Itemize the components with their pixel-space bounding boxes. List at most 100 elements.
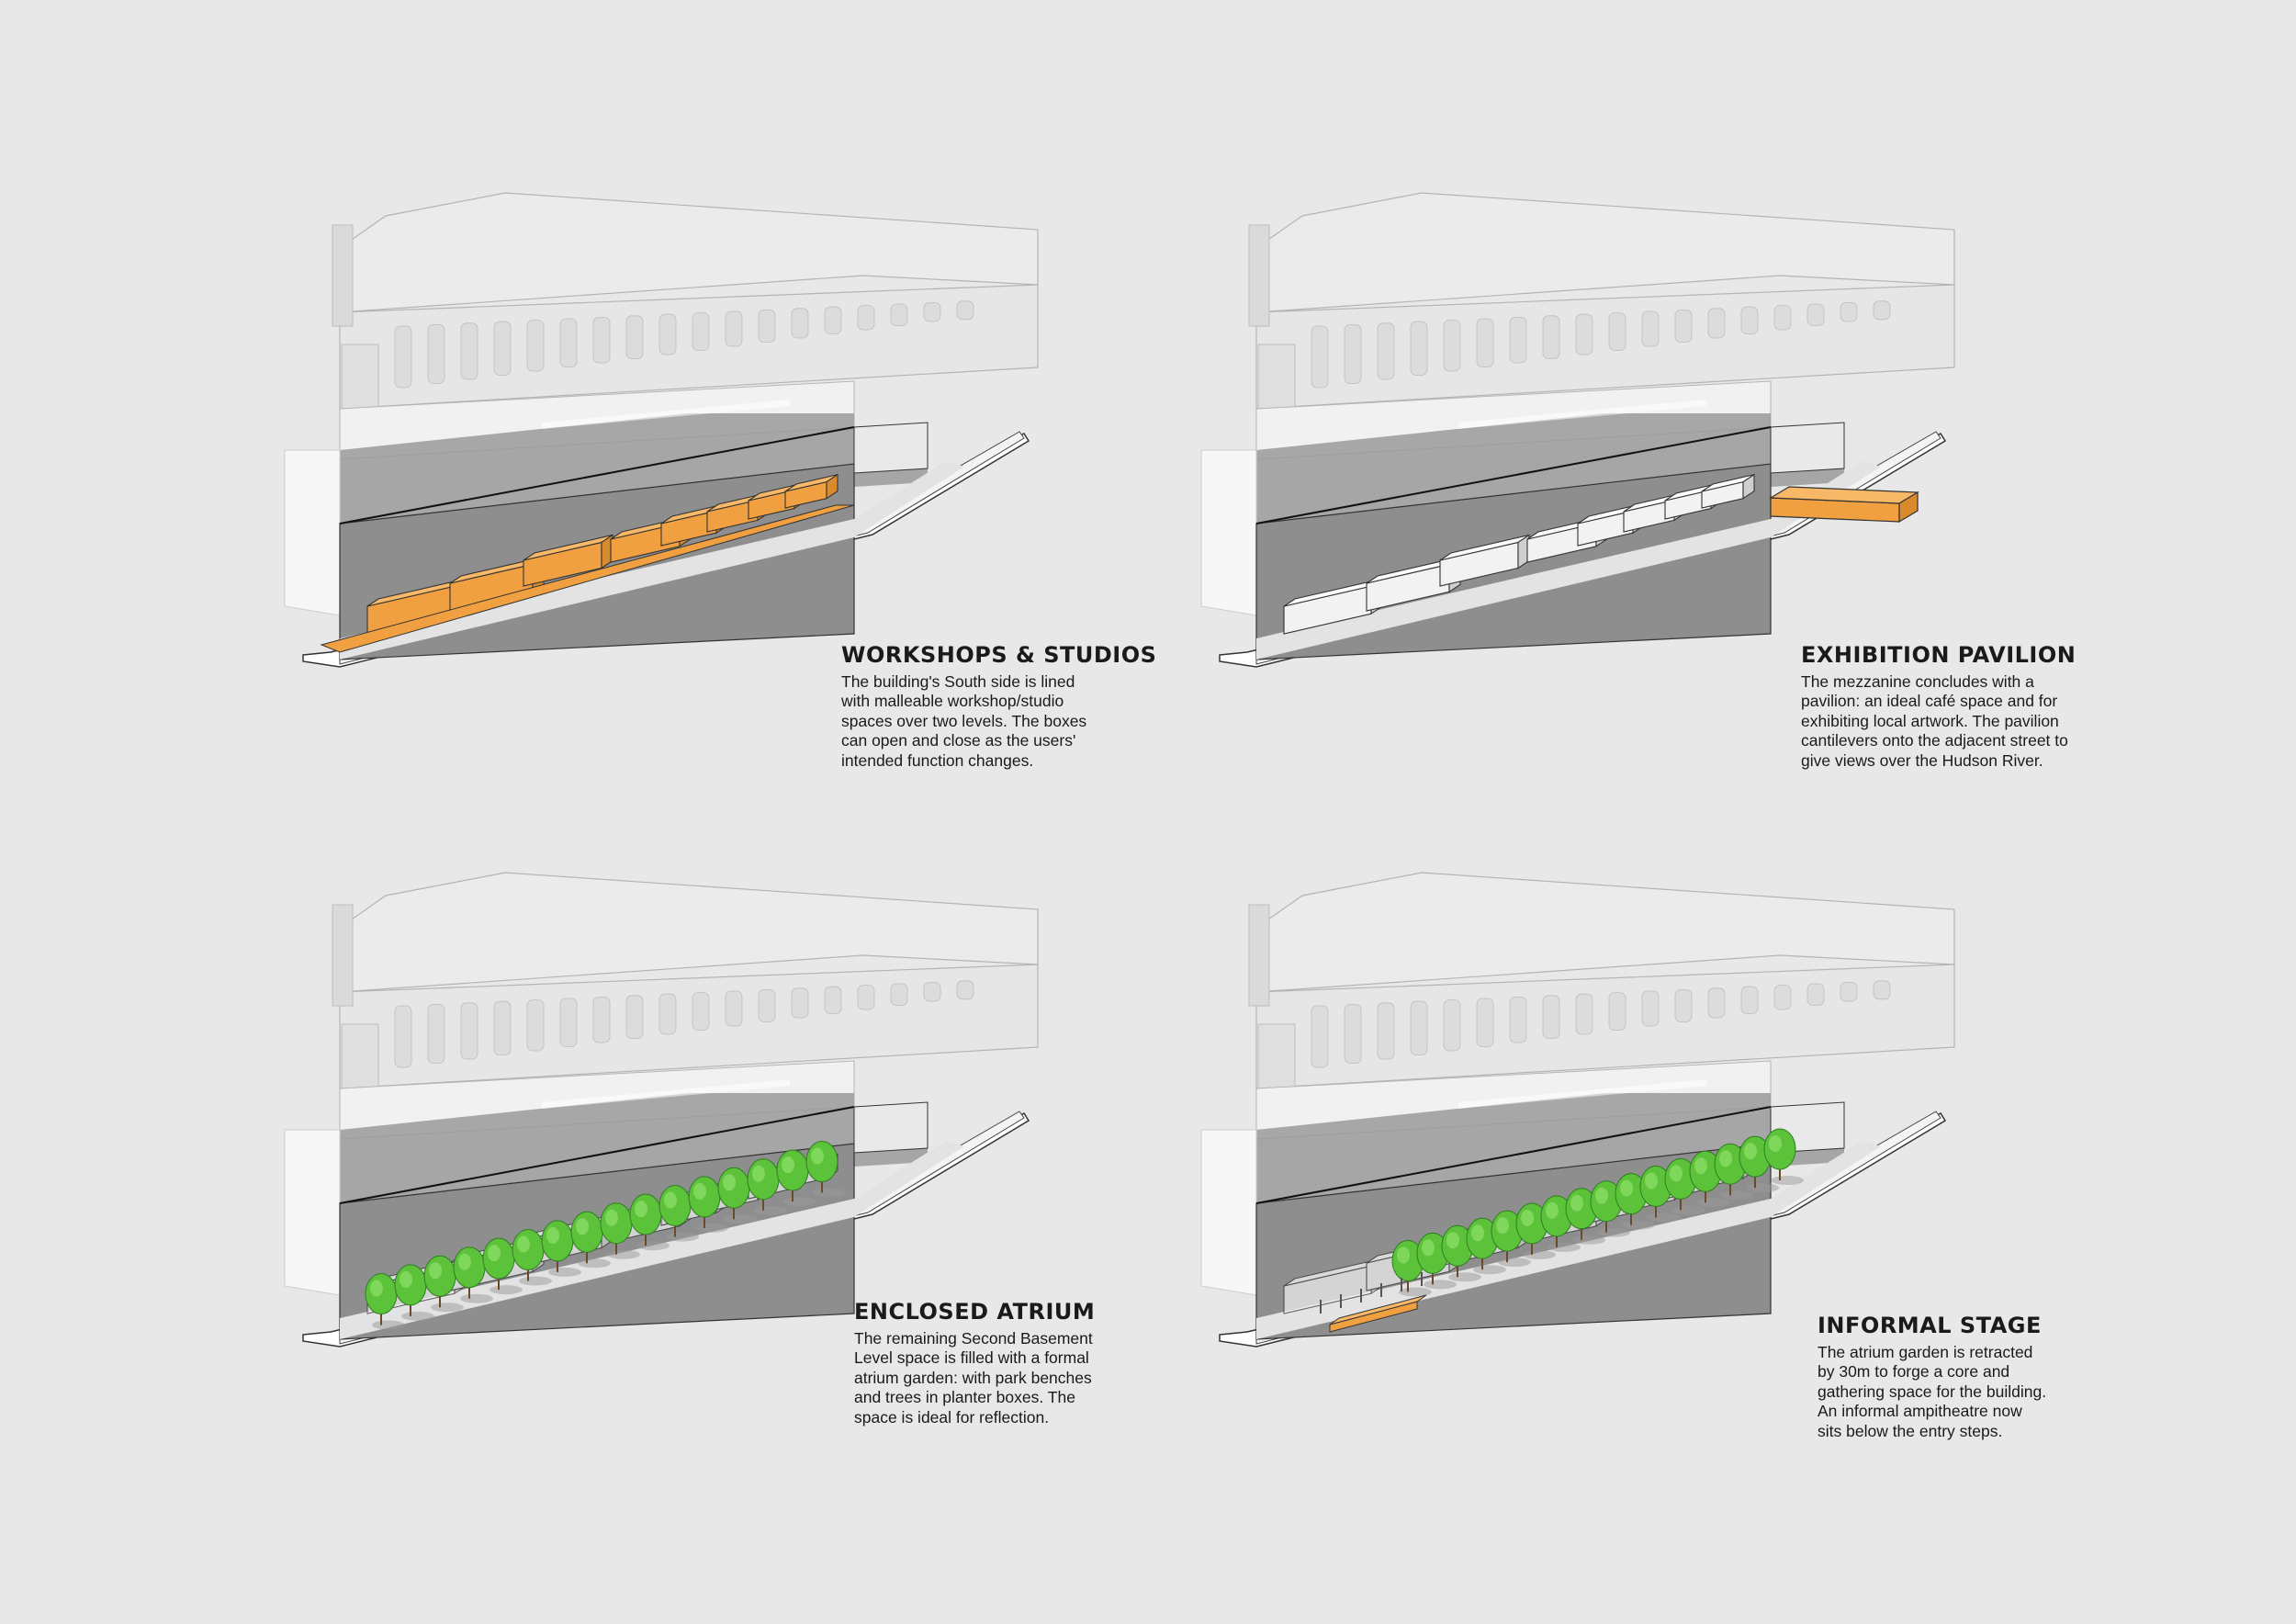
facade-window [725,990,743,1027]
left-return-wall [1200,449,1257,616]
basement-floor [1256,461,1881,660]
roof [1255,872,1955,993]
caption-description: The building's South side is lined with … [841,672,1087,770]
facade-window [857,985,875,1010]
caption-description: The atrium garden is retracted by 30m to… [1818,1343,2047,1440]
facade-window [559,998,578,1047]
upper-facade [332,192,1039,410]
upper-facade [1248,192,1955,410]
tree-highlight [429,1262,442,1280]
roof [1255,192,1955,313]
facade-window [1608,312,1626,351]
tree-highlight [400,1270,412,1288]
tree-shadow [1424,1280,1457,1290]
facade-window [890,303,908,326]
caption-description: The mezzanine concludes with a pavilion:… [1801,672,2068,770]
stage-steps-top [1329,1294,1427,1325]
tree-highlight [1744,1143,1757,1160]
tree-highlight [370,1280,383,1297]
facade-window [493,321,512,376]
facade-window [857,305,875,331]
corner-pier [341,344,379,410]
diagram-stage [1183,854,1991,1410]
tree-shadow [1771,1176,1804,1185]
tree-shadow [783,1197,816,1207]
facade-window [493,1000,512,1055]
facade-window [1377,322,1395,380]
facade-window [1344,1003,1362,1064]
caption-title: INFORMAL STAGE [1818,1313,2042,1338]
atrium-trees [365,1141,846,1330]
tree-highlight [752,1165,765,1182]
caption-title: WORKSHOPS & STUDIOS [841,642,1157,668]
tree-shadow [813,1188,846,1198]
facade-window [625,315,644,359]
tree-highlight [546,1226,559,1244]
tree-highlight [1422,1239,1435,1257]
tree-highlight [1595,1187,1608,1204]
facade-window [1707,987,1726,1019]
left-return-wall [284,449,341,616]
tree-shadow [1721,1190,1754,1201]
tree-shadow [607,1249,640,1259]
chimney [1248,904,1270,1007]
tree-highlight [723,1174,736,1191]
studio-box-side [1742,473,1755,500]
facade-window [1542,315,1560,359]
tree-highlight [1570,1194,1583,1212]
tree-highlight [605,1209,618,1226]
facade-window [791,987,809,1019]
facade-window [824,306,842,334]
facade-window [1674,988,1693,1022]
facade-window [658,993,677,1035]
tree-shadow [754,1205,787,1215]
facade-window [1377,1002,1395,1060]
tree-shadow [490,1285,523,1295]
roof [339,872,1039,993]
facade-window [1740,306,1759,334]
tree-highlight [1471,1224,1484,1242]
tree-shadow [1473,1265,1506,1275]
tree-shadow [636,1241,670,1251]
chimney [332,904,354,1007]
diagram-pavilion [1183,175,1991,730]
pavilion-end [1898,491,1919,524]
caption-title: ENCLOSED ATRIUM [854,1299,1096,1325]
facade-window [394,325,412,389]
tree-highlight [1645,1172,1658,1190]
facade-window [1509,996,1527,1043]
diagram-atrium [266,854,1075,1410]
facade-window [1311,325,1329,389]
tree-shadow [1448,1272,1481,1282]
atrium-trees [1391,1128,1804,1297]
tree-highlight [1719,1150,1732,1167]
caption-workshops: WORKSHOPS & STUDIOS The building's South… [841,641,1156,771]
facade-window [890,983,908,1006]
studio-boxes [1283,473,1755,635]
end-wall [1770,422,1845,474]
floor-line [1255,426,1772,524]
tree-highlight [1521,1210,1534,1226]
facade-window [791,308,809,339]
tree-highlight [517,1235,530,1253]
facade-window [1840,301,1858,322]
corner-pier [1257,344,1296,410]
facade-window [1410,321,1428,376]
facade-window [1443,999,1461,1052]
facade-window [1840,981,1858,1002]
left-return-wall [284,1129,341,1296]
roof [339,192,1039,313]
facade-window [956,300,974,321]
mezzanine-strip [320,504,855,653]
tree-shadow [695,1223,728,1233]
tree-shadow [1572,1235,1605,1245]
facade-window [1806,983,1825,1006]
facade-window [923,981,941,1002]
facade-window [1674,309,1693,343]
tree-shadow [666,1232,699,1242]
tree-shadow [548,1267,581,1277]
facade-window [1873,980,1891,1000]
tree-highlight [458,1253,471,1270]
chimney [332,224,354,327]
tree-shadow [460,1293,493,1303]
